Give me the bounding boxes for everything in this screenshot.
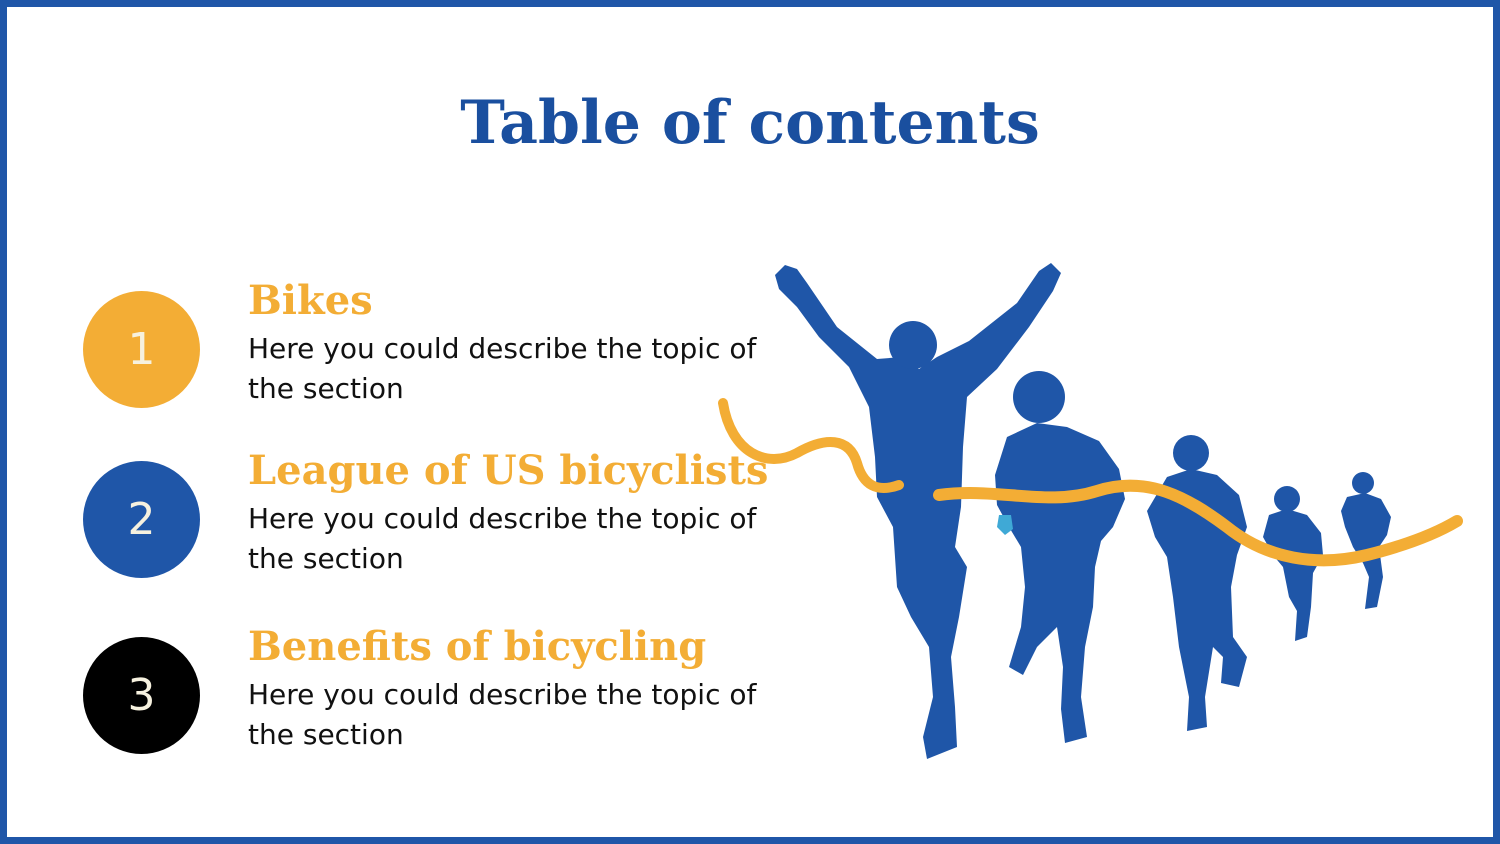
section-description-1: Here you could describe the topic of the…: [248, 332, 757, 405]
section-title-2: League of US bicyclists: [248, 447, 769, 494]
toc-item-3[interactable]: 3 Benefits of bicycling Here you could d…: [83, 623, 783, 767]
section-description-3: Here you could describe the topic of the…: [248, 678, 757, 751]
section-title-3: Benefits of bicycling: [248, 623, 707, 670]
number-badge-1: 1: [83, 291, 200, 408]
runners-finish-line-icon: [718, 263, 1463, 759]
toc-item-2[interactable]: 2 League of US bicyclists Here you could…: [83, 447, 783, 591]
section-description-2: Here you could describe the topic of the…: [248, 502, 757, 575]
number-badge-2: 2: [83, 461, 200, 578]
number-badge-3: 3: [83, 637, 200, 754]
section-title-1: Bikes: [248, 277, 373, 324]
toc-item-1[interactable]: 1 Bikes Here you could describe the topi…: [83, 277, 783, 421]
page-title: Table of contents: [460, 88, 1040, 158]
